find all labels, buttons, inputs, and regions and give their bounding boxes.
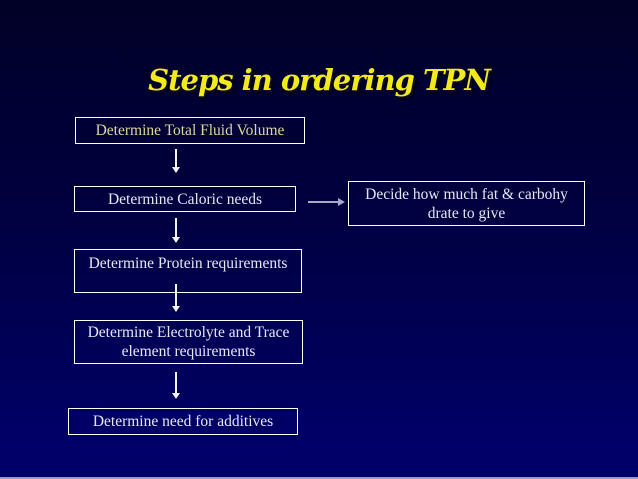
- flow-arrow-right: [308, 198, 345, 205]
- slide-bottom-edge: [0, 477, 638, 479]
- flow-box-electrolyte-trace: Determine Electrolyte and Trace element …: [74, 320, 303, 364]
- flow-box-label: Determine Caloric needs: [107, 190, 263, 208]
- flow-box-label-line2: element requirements: [121, 343, 256, 360]
- flow-box-label-line2: drate to give: [427, 204, 506, 222]
- flow-box-protein-requirements: Determine Protein requirements: [74, 249, 302, 293]
- slide-title: Steps in ordering TPN: [148, 63, 491, 97]
- flow-box-label-line1: Decide how much fat & carbohy: [365, 185, 568, 203]
- flow-arrow-down-2: [172, 218, 179, 243]
- flow-arrow-down-4: [172, 372, 179, 399]
- flow-arrow-down-3: [172, 284, 179, 312]
- flow-box-caloric-needs: Determine Caloric needs: [74, 186, 296, 212]
- flow-arrow-down-1: [172, 149, 179, 173]
- flow-box-total-fluid-volume: Determine Total Fluid Volume: [75, 117, 305, 144]
- flow-box-additives: Determine need for additives: [68, 408, 298, 435]
- flow-box-label-line1: Determine Electrolyte and Trace: [87, 324, 290, 341]
- flow-box-label: Determine need for additives: [92, 413, 274, 430]
- flow-box-label: Determine Total Fluid Volume: [95, 122, 285, 139]
- flow-box-fat-carbohydrate: Decide how much fat & carbohy drate to g…: [348, 181, 585, 226]
- flow-box-label: Determine Protein requirements: [88, 255, 288, 272]
